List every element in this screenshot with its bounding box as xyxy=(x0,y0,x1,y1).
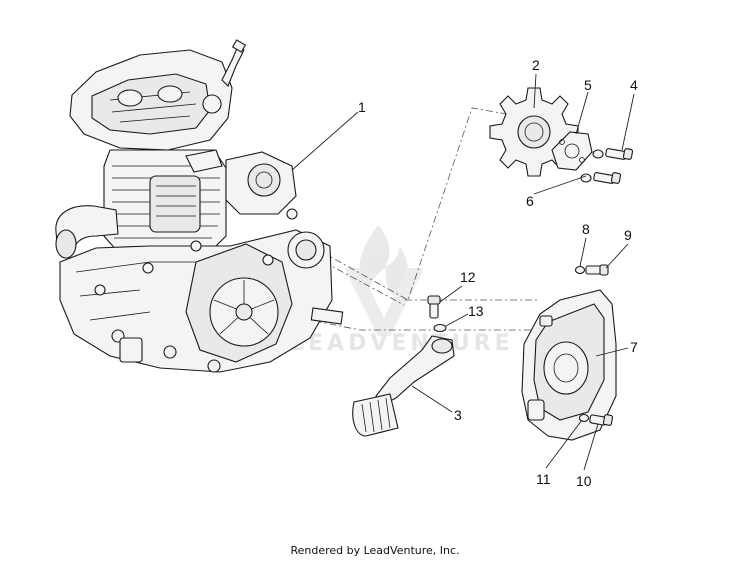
callout-13: 13 xyxy=(468,303,484,319)
callout-12: 12 xyxy=(460,269,476,285)
callout-2: 2 xyxy=(532,57,540,73)
sprocket-retainer-plate xyxy=(551,131,593,171)
washers-6 xyxy=(580,149,604,183)
callout-4: 4 xyxy=(630,77,638,93)
washer-8 xyxy=(574,265,586,275)
bolt-10 xyxy=(589,414,614,426)
footer-credit: Rendered by LeadVenture, Inc. xyxy=(290,544,460,557)
watermark-v-logo xyxy=(344,268,424,336)
assembly-guide-lines xyxy=(299,107,540,331)
shift-lever xyxy=(352,335,455,437)
bolt-9 xyxy=(585,264,609,276)
sprocket-cover xyxy=(521,289,617,441)
bolt-12 xyxy=(427,295,441,319)
callout-9: 9 xyxy=(624,227,632,243)
callout-6: 6 xyxy=(526,193,534,209)
washer-11 xyxy=(578,413,590,423)
watermark-flame-logo xyxy=(359,225,409,300)
callout-labels: 1 2 3 4 5 6 7 8 9 10 11 12 13 xyxy=(358,57,638,489)
engine-bolts xyxy=(94,208,298,373)
callout-5: 5 xyxy=(584,77,592,93)
o-ring-13 xyxy=(433,323,447,333)
callout-1: 1 xyxy=(358,99,366,115)
callout-11: 11 xyxy=(536,471,551,487)
leader-lines xyxy=(291,73,635,471)
callout-3: 3 xyxy=(454,407,462,423)
bolts-4 xyxy=(593,148,634,184)
callout-7: 7 xyxy=(630,339,638,355)
watermark-text: LEADVENTURE xyxy=(290,331,514,356)
engine-assembly xyxy=(55,39,344,373)
callout-10: 10 xyxy=(576,473,592,489)
callout-8: 8 xyxy=(582,221,590,237)
leadventure-watermark: LEADVENTURE xyxy=(290,225,514,356)
clutch-cover-spokes xyxy=(213,280,275,335)
